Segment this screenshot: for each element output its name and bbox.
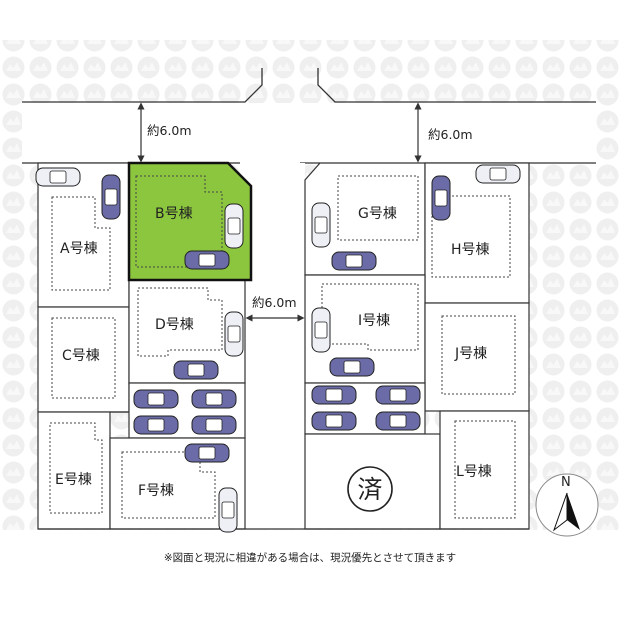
lot-labels: A号棟 B号棟 C号棟 D号棟 E号棟 F号棟 G号棟 H号棟 I号棟 J号棟 … [55,206,492,499]
lot-i-label: I号棟 [358,313,390,329]
car-icon [475,164,521,184]
road-width-annotations: 約6.0m 約6.0m 約6.0m [137,102,473,322]
compass: N [535,473,599,537]
lot-c-label: C号棟 [62,348,100,364]
road-width-top-left: 約6.0m [147,123,192,138]
car-icon [173,360,219,380]
lot-f-label: F号棟 [138,483,174,499]
compass-label: N [561,475,571,490]
lot-e[interactable] [37,411,111,530]
lot-h-label: H号棟 [451,242,490,258]
car-icon [375,411,421,431]
sold-mark-text: 済 [357,475,382,504]
car-icon [133,415,179,435]
lot-j-label: J号棟 [454,346,487,362]
car-icon [224,311,244,357]
road-width-center: 約6.0m [252,295,297,310]
car-icon [35,167,81,187]
lot-d-label: D号棟 [155,317,194,333]
car-icon [218,487,238,533]
car-icon [101,174,121,220]
car-icon [375,385,421,405]
car-icon [311,411,357,431]
lot-l-label: L号棟 [456,464,492,480]
car-icon [311,307,331,353]
cars [35,164,521,533]
car-icon [184,443,230,463]
lot-e-label: E号棟 [55,472,92,488]
road-width-top-right: 約6.0m [428,127,473,142]
car-icon [431,175,451,221]
car-icon [311,202,331,248]
car-icon [331,251,377,271]
lot-g-label: G号棟 [358,206,397,222]
car-icon [133,389,179,409]
lot-h[interactable] [424,162,530,304]
car-icon [329,357,375,377]
footnote: ※図面と現況に相違がある場合は、現況優先とさせて頂きます [164,551,456,564]
right-block [304,162,530,530]
top-road [22,103,596,162]
lot-b-label: B号棟 [155,206,193,222]
car-icon [191,389,237,409]
lot-a-label: A号棟 [60,241,98,257]
car-icon [184,250,230,270]
car-icon [191,415,237,435]
sold-circle [347,466,393,512]
car-icon [224,203,244,249]
center-road [245,163,305,529]
compass-needle-icon [567,493,580,530]
sold-mark: 済 [347,466,393,512]
car-icon [311,385,357,405]
